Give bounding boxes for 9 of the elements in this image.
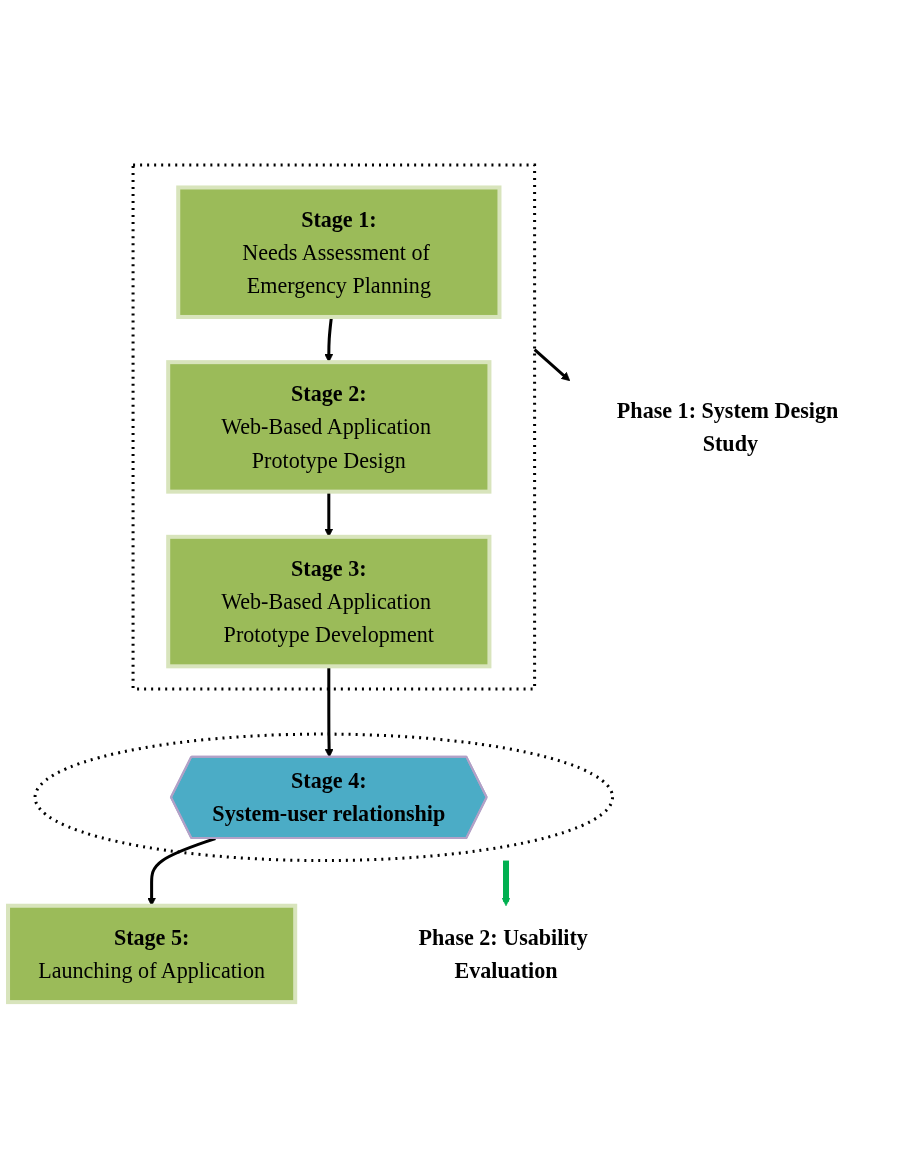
node-box: Stage 5: Launching of Application bbox=[6, 903, 298, 1005]
node-text: Phase 1: System Design Study bbox=[616, 397, 839, 457]
node-box: Stage 1: Needs Assessment of Emergency Planning bbox=[176, 185, 502, 319]
cluster bbox=[131, 163, 537, 691]
node-box: Stage 2: Web-Based Application Prototype Design bbox=[166, 360, 492, 494]
arrow bbox=[501, 860, 511, 907]
node-box: Stage 3: Web-Based Application Prototype Development bbox=[166, 534, 492, 669]
arrow bbox=[533, 348, 571, 382]
node-text: Phase 2: Usability Evaluation bbox=[418, 924, 588, 984]
